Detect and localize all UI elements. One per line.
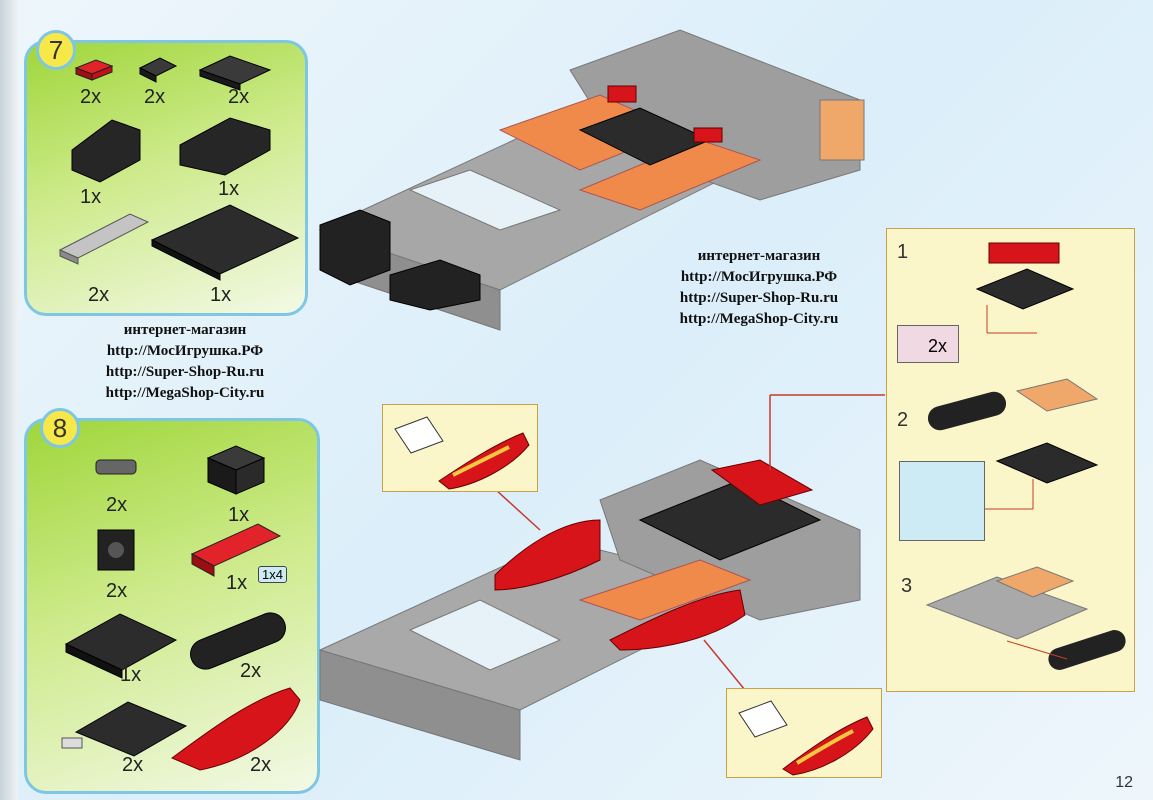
substep-1-inset-qty: 2x [928, 336, 948, 356]
step-7-qty-red-plate: 2x [80, 86, 102, 108]
step-8-qty-pin-plate: 2x [122, 754, 144, 776]
substep-1-parts-inset: 2x [897, 325, 959, 363]
book-spine [0, 0, 18, 800]
sticker-apply-drawing-top [394, 416, 530, 490]
shop-info-left: интернет-магазин http://МосИгрушка.РФ ht… [80, 320, 290, 404]
substep-1-label: 1 [897, 241, 909, 263]
step-8-qty-plate: 1x [120, 664, 142, 686]
step-7-qty-corner-plate: 2x [228, 86, 250, 108]
shop-right-title: интернет-магазин [697, 248, 821, 264]
shop-info-right: интернет-магазин http://МосИгрушка.РФ ht… [654, 246, 864, 330]
step-7-qty-black-plate: 2x [144, 86, 166, 108]
shop-left-link-3[interactable]: http://MegaShop-City.ru [105, 385, 265, 401]
step-8-size-label: 1x4 [258, 566, 287, 583]
step-7-qty-slope: 1x [80, 186, 102, 208]
step-7-parts-panel [24, 40, 308, 316]
step-8-qty-wedge: 2x [250, 754, 272, 776]
substep-3-label: 3 [901, 575, 913, 597]
step-7-badge: 7 [36, 30, 76, 70]
sticker-callout-bottom [726, 688, 882, 778]
shop-right-link-2[interactable]: http://Super-Shop-Ru.ru [679, 290, 839, 306]
step-7-qty-grey-plate: 2x [88, 284, 110, 306]
shop-right-link-1[interactable]: http://МосИгрушка.РФ [680, 269, 838, 285]
shop-left-link-1[interactable]: http://МосИгрушка.РФ [106, 343, 264, 359]
substep-2-parts-inset [899, 461, 985, 541]
sticker-apply-drawing-bottom [738, 700, 874, 776]
shop-left-title: интернет-магазин [123, 322, 247, 338]
step-7-qty-big-plate: 1x [210, 284, 232, 306]
step-8-qty-beam: 2x [240, 660, 262, 682]
shop-right-link-3[interactable]: http://MegaShop-City.ru [679, 311, 839, 327]
substep-2-label: 2 [897, 409, 909, 431]
step-7-qty-wedge: 1x [218, 178, 240, 200]
step-8-qty-brick: 1x [228, 504, 250, 526]
subassembly-panel: 1 2 3 2x [886, 228, 1135, 692]
step-8-qty-pin: 2x [106, 494, 128, 516]
step-8-badge: 8 [40, 408, 80, 448]
step-8-qty-red-plate: 1x [226, 572, 248, 594]
sticker-callout-top [382, 404, 538, 492]
step-8-qty-technic: 2x [106, 580, 128, 602]
subassembly-drawing [925, 242, 1126, 670]
page-number: 12 [1115, 774, 1133, 791]
shop-left-link-2[interactable]: http://Super-Shop-Ru.ru [105, 364, 265, 380]
